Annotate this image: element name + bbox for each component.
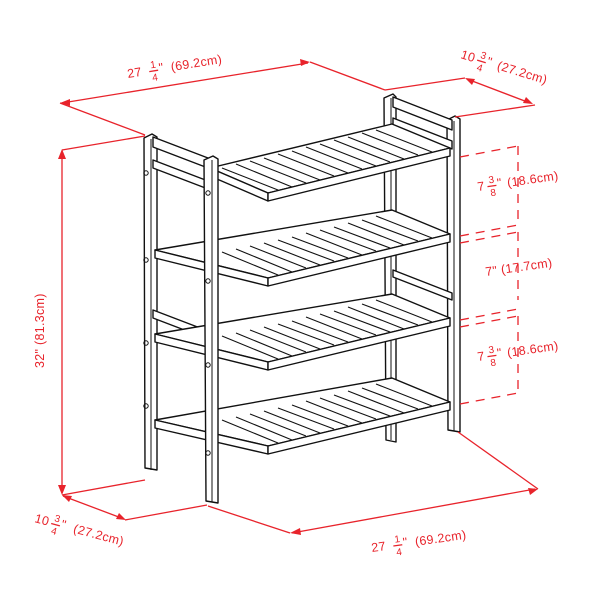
- top-width-numerator: 1: [150, 59, 158, 71]
- gap-upper-metric: (18.6cm): [506, 169, 559, 190]
- gap-upper-unit: ": [496, 176, 503, 191]
- gap-lower-metric: (18.6cm): [506, 339, 559, 360]
- label-height: 32" (81.3cm): [33, 293, 47, 368]
- dimension-lines: [58, 59, 539, 535]
- bottom-depth-unit: ": [60, 517, 68, 532]
- bottom-depth-whole: 10: [33, 511, 51, 528]
- bottom-width-metric: (69.2cm): [414, 528, 467, 549]
- right-side-rails: [392, 96, 453, 301]
- gap-middle-label: 7" (17.7cm): [484, 256, 553, 279]
- label-bottom-depth: 10 3 4 " (27.2cm): [33, 511, 126, 549]
- gap-lower-numerator: 3: [488, 345, 495, 357]
- top-depth-metric: (27.2cm): [495, 59, 549, 88]
- shelf-1: [209, 123, 451, 202]
- top-depth-unit: ": [485, 54, 494, 69]
- front-left-post: [203, 155, 219, 504]
- shelf-2: [154, 209, 451, 287]
- gap-upper-denominator: 8: [490, 188, 497, 200]
- top-width-unit: ": [158, 60, 165, 75]
- top-depth-denominator: 4: [475, 63, 484, 75]
- front-right-post: [446, 115, 461, 433]
- left-side-rails: [152, 136, 209, 340]
- gap-upper-numerator: 3: [488, 175, 495, 187]
- shelf-3: [154, 293, 451, 371]
- top-width-denominator: 4: [152, 72, 160, 84]
- bottom-width-whole: 27: [370, 539, 386, 555]
- top-width-whole: 27: [126, 65, 143, 81]
- height-label: 32" (81.3cm): [33, 293, 47, 368]
- label-top-width: 27 1 4 " (69.2cm): [126, 52, 223, 84]
- bottom-depth-denominator: 4: [50, 526, 59, 538]
- bottom-depth-metric: (27.2cm): [72, 522, 126, 549]
- gap-lower-denominator: 8: [490, 358, 497, 370]
- gap-upper-whole: 7: [476, 179, 485, 194]
- gap-lower-whole: 7: [476, 349, 485, 364]
- gap-lower-unit: ": [496, 346, 503, 361]
- shelf-unit: [143, 93, 461, 504]
- bottom-width-unit: ": [402, 535, 409, 550]
- back-left-post: [143, 133, 158, 471]
- top-width-metric: (69.2cm): [170, 52, 223, 74]
- label-top-depth: 10 3 4 " (27.2cm): [459, 47, 549, 88]
- shelf-4: [154, 377, 451, 455]
- bottom-width-numerator: 1: [394, 534, 401, 546]
- bottom-depth-numerator: 3: [53, 513, 62, 525]
- top-depth-whole: 10: [459, 47, 477, 65]
- label-gap-middle: 7" (17.7cm): [484, 256, 553, 279]
- label-bottom-width: 27 1 4 " (69.2cm): [370, 528, 467, 559]
- top-depth-numerator: 3: [479, 50, 488, 62]
- bottom-width-denominator: 4: [396, 547, 403, 559]
